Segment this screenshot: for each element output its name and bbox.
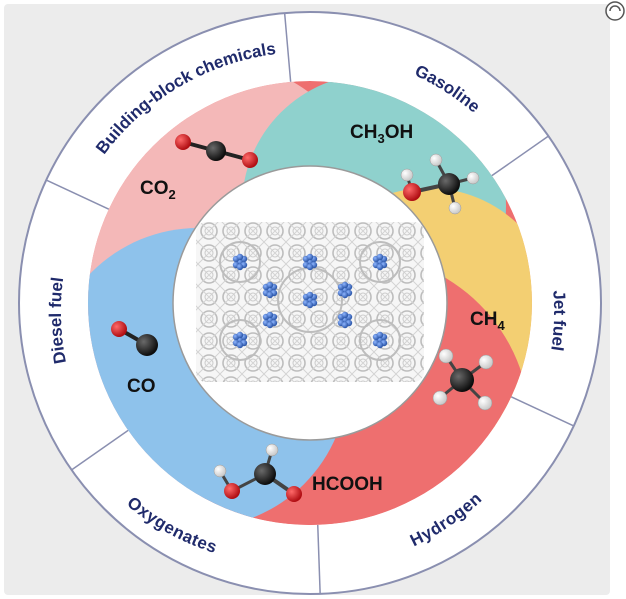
metal-cluster-icon (372, 331, 388, 349)
metal-cluster-icon (302, 253, 318, 271)
label-ch4: CH4 (470, 309, 505, 333)
ring-separator (71, 429, 129, 471)
metal-cluster-icon (337, 311, 353, 329)
metal-cluster-icon (232, 253, 248, 271)
metal-cluster-icon (302, 291, 318, 309)
ring-separator (491, 135, 549, 177)
metal-cluster-icon (262, 311, 278, 329)
hcooh-molecule-icon (213, 443, 302, 502)
ch3oh-molecule-icon (400, 153, 480, 215)
ring-separator (45, 179, 110, 210)
porous-framework-catalyst-icon (172, 165, 448, 441)
corner-badge-icon (605, 1, 625, 21)
co2-molecule-icon (175, 134, 258, 168)
metal-cluster-icon (372, 253, 388, 271)
co-molecule-icon (111, 321, 158, 356)
ring-separator (510, 396, 575, 427)
ring-separator (283, 13, 292, 82)
metal-cluster-icon (232, 331, 248, 349)
metal-cluster-icon (262, 281, 278, 299)
ring-separator (316, 524, 321, 594)
label-hcooh: HCOOH (312, 474, 383, 495)
label-co2: CO2 (140, 178, 176, 202)
ch4-molecule-icon (432, 348, 494, 411)
ring-label-jet-fuel: Jet fuel (547, 290, 569, 353)
metal-cluster-icon (337, 281, 353, 299)
metal-clusters (232, 253, 388, 349)
label-co: CO (127, 376, 156, 397)
label-ch3oh: CH3OH (350, 122, 413, 146)
ring-separators (45, 13, 575, 594)
